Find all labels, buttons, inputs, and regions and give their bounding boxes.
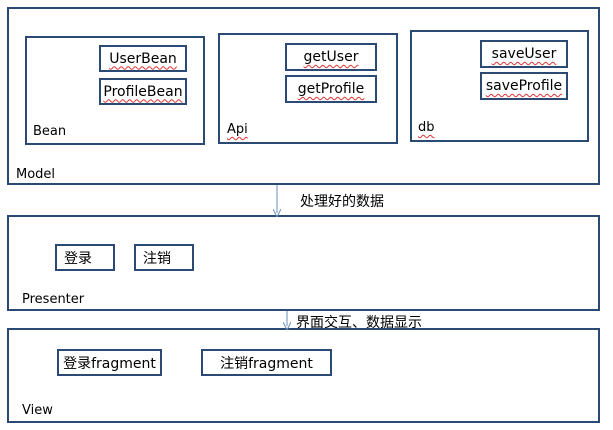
saveprofile-text: saveProfile [485,78,563,94]
logout-item: 注销 [134,244,194,271]
getuser-text: getUser [303,49,359,65]
login-text: 登录 [64,250,92,267]
api-label: Api [227,122,248,137]
userbean-text: UserBean [109,50,177,67]
model-label: Model [16,167,56,182]
login-fragment-item: 登录fragment [57,349,162,376]
presenter-to-view-note: 界面交互、数据显示 [296,315,422,331]
logout-fragment-text: 注销fragment [220,355,313,372]
profilebean-item: ProfileBean [99,78,187,105]
logout-text: 注销 [143,250,171,267]
getprofile-text: getProfile [297,81,365,97]
db-label: db [418,120,435,135]
logout-fragment-item: 注销fragment [201,349,332,376]
view-label: View [22,403,53,418]
presenter-label: Presenter [22,292,85,307]
login-fragment-text: 登录fragment [63,355,156,372]
model-to-presenter-note: 处理好的数据 [300,194,384,210]
saveuser-text: saveUser [491,46,557,62]
login-item: 登录 [55,244,115,271]
profilebean-text: ProfileBean [103,83,183,100]
getprofile-item: getProfile [285,75,377,103]
userbean-item: UserBean [99,45,187,72]
saveprofile-item: saveProfile [480,72,568,100]
getuser-item: getUser [285,43,377,71]
bean-label: Bean [33,124,67,139]
saveuser-item: saveUser [480,40,568,68]
